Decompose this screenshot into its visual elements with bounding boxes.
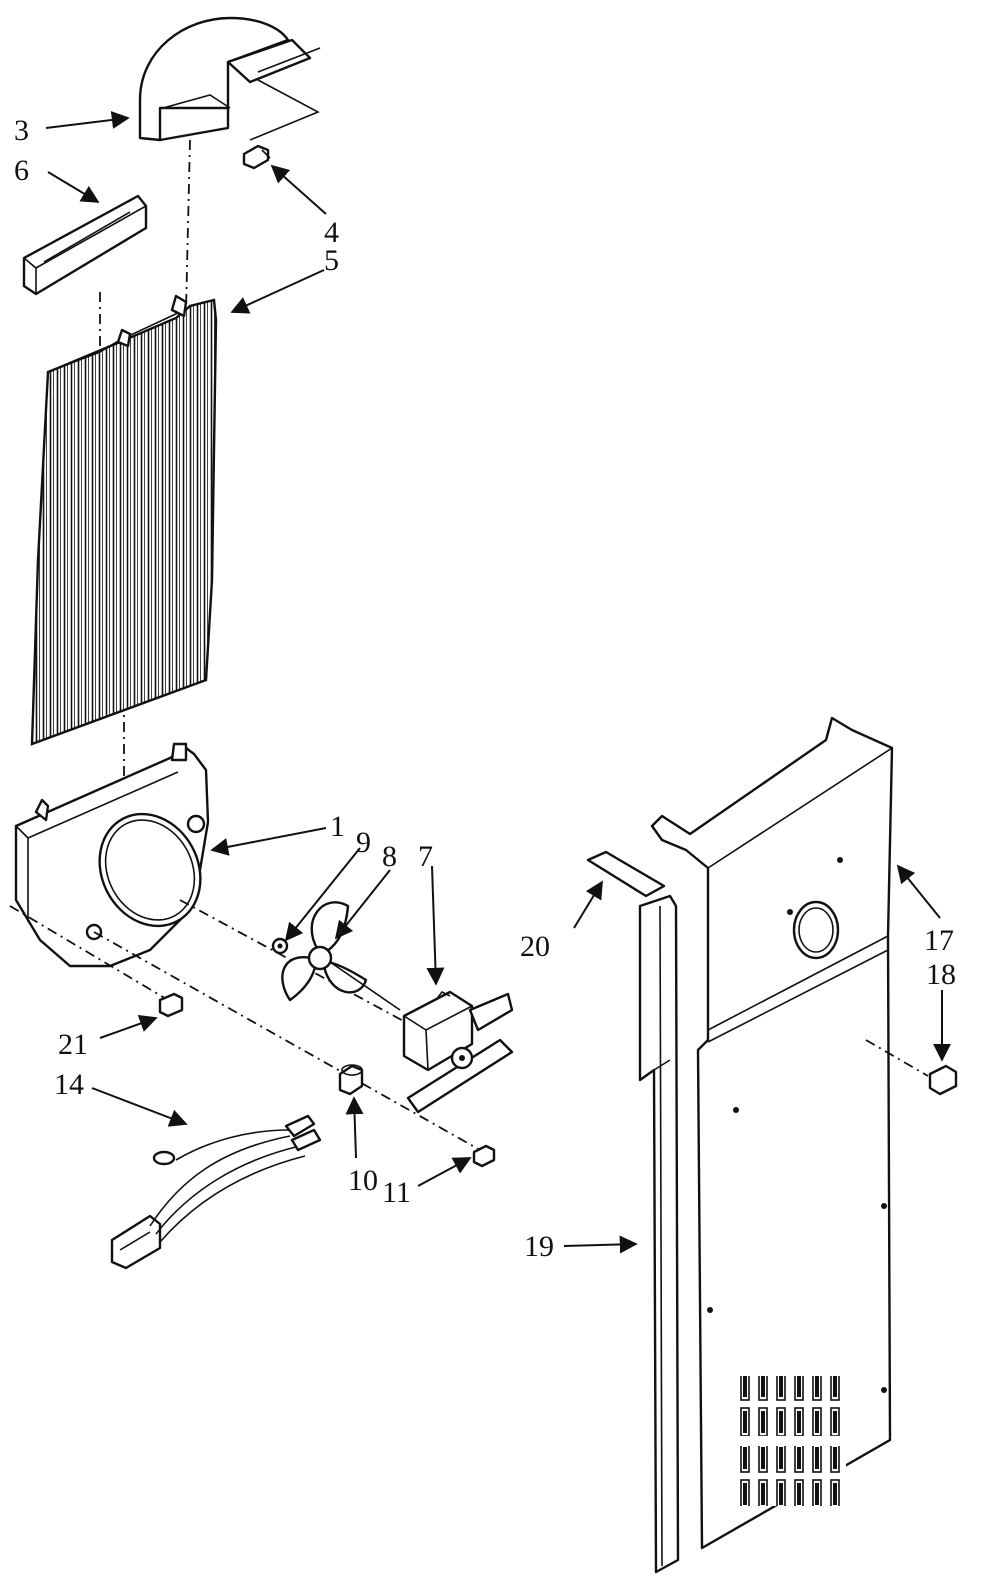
air-tower-cover-part	[650, 716, 894, 1550]
fan-shroud-part	[14, 742, 210, 968]
wire-harness-part	[110, 1114, 322, 1270]
bracket-part	[22, 194, 148, 296]
callout-5: 5	[324, 244, 339, 277]
callout-11: 11	[382, 1176, 411, 1209]
callout-7: 7	[418, 840, 433, 873]
evaporator-grille-part	[30, 294, 218, 746]
callout-19: 19	[524, 1230, 554, 1263]
duct-cover-part	[138, 16, 321, 142]
callout-20: 20	[520, 930, 550, 963]
side-channel-part	[638, 894, 680, 1574]
callout-3: 3	[14, 114, 29, 147]
screw-icon	[865, 1039, 958, 1096]
callout-10: 10	[348, 1164, 378, 1197]
callout-18: 18	[926, 958, 956, 991]
callout-17: 17	[924, 924, 954, 957]
callout-9: 9	[356, 826, 371, 859]
callout-6: 6	[14, 154, 29, 187]
callout-21: 21	[58, 1028, 88, 1061]
screw-icon	[158, 992, 184, 1018]
clip-part	[271, 937, 289, 955]
fan-motor-part	[402, 990, 514, 1114]
screw-icon	[242, 144, 271, 170]
callout-14: 14	[54, 1068, 84, 1101]
callout-8: 8	[382, 840, 397, 873]
callout-1: 1	[330, 810, 345, 843]
grommet-part	[338, 1064, 364, 1096]
tape-strip-part	[586, 850, 666, 898]
screw-icon	[472, 1144, 496, 1168]
fan-blade-icon	[281, 901, 401, 1011]
callout-4: 4	[324, 216, 339, 249]
